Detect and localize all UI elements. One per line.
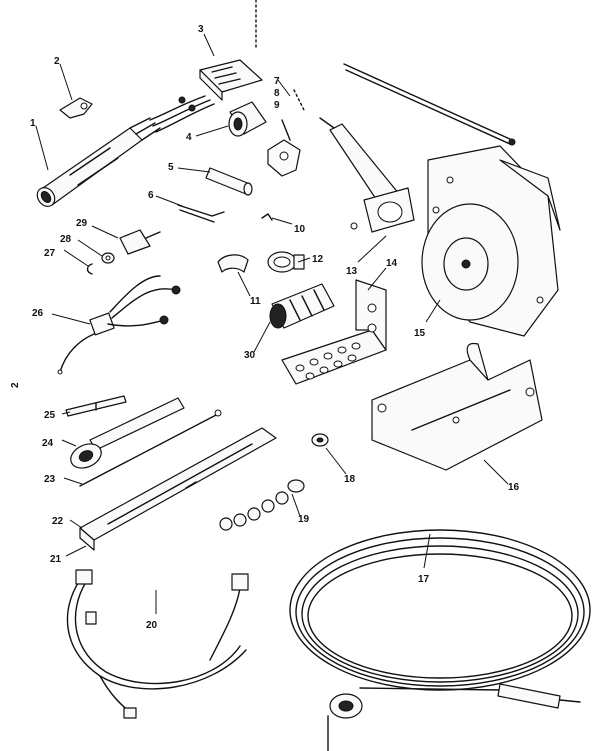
callout-20: 20 bbox=[146, 620, 158, 631]
part-19-beads bbox=[219, 479, 305, 531]
part-11-clip bbox=[217, 254, 249, 273]
part-15-motor bbox=[421, 145, 561, 337]
part-29-knob bbox=[119, 229, 161, 255]
callout-30: 30 bbox=[244, 350, 256, 361]
callout-18: 18 bbox=[344, 474, 356, 485]
guide-lines bbox=[255, 0, 329, 751]
part-2-key bbox=[59, 97, 93, 119]
part-28-washer bbox=[101, 252, 115, 264]
part-13-throttle-arm bbox=[319, 117, 415, 233]
callout-8: 8 bbox=[274, 88, 280, 99]
callout-19: 19 bbox=[298, 514, 310, 525]
callout-26: 26 bbox=[32, 308, 44, 319]
callout-9: 9 bbox=[274, 100, 280, 111]
callout-16: 16 bbox=[508, 482, 520, 493]
margin-mark: 2 bbox=[10, 382, 21, 388]
callout-25: 25 bbox=[44, 410, 56, 421]
part-9-lever bbox=[267, 119, 301, 177]
leader-lines bbox=[35, 33, 509, 614]
callout-3: 3 bbox=[198, 24, 204, 35]
callout-2: 2 bbox=[54, 56, 60, 67]
part-16-saddle-mount bbox=[371, 342, 543, 471]
callout-12: 12 bbox=[312, 254, 324, 265]
part-27-clip bbox=[86, 263, 93, 275]
callout-1: 1 bbox=[30, 118, 36, 129]
callout-28: 28 bbox=[60, 234, 72, 245]
callout-27: 27 bbox=[44, 248, 56, 259]
part-20-wire-harness bbox=[66, 569, 249, 719]
callout-10: 10 bbox=[294, 224, 306, 235]
part-26-harness bbox=[57, 275, 181, 375]
part-5-tube bbox=[205, 167, 253, 196]
wire-bundle bbox=[149, 95, 215, 133]
callout-7: 7 bbox=[274, 76, 280, 87]
part-24-tube-wrench bbox=[70, 397, 185, 469]
callout-13: 13 bbox=[346, 266, 358, 277]
part-1-control-handle bbox=[36, 117, 161, 207]
part-23-rod bbox=[79, 409, 222, 487]
callout-15: 15 bbox=[414, 328, 426, 339]
part-3-connector-block bbox=[199, 59, 263, 101]
callout-23: 23 bbox=[44, 474, 56, 485]
part-4-sleeve bbox=[228, 101, 267, 137]
part-14-bracket bbox=[281, 279, 387, 385]
part-18-screw bbox=[311, 433, 329, 447]
callout-5: 5 bbox=[168, 162, 174, 173]
callout-labels: 1 2 3 4 5 6 7 8 9 10 11 12 13 14 15 16 1… bbox=[10, 24, 520, 631]
callout-22: 22 bbox=[52, 516, 64, 527]
part-6-pin bbox=[177, 204, 225, 223]
part-10-spring bbox=[261, 213, 273, 221]
part-25-pin bbox=[65, 395, 127, 417]
callout-4: 4 bbox=[186, 132, 192, 143]
callout-11: 11 bbox=[250, 296, 261, 307]
callout-29: 29 bbox=[76, 218, 88, 229]
part-17-cable-coil bbox=[289, 529, 591, 719]
part-30-coupler bbox=[269, 283, 335, 329]
bracket-holes bbox=[295, 342, 361, 380]
callout-24: 24 bbox=[42, 438, 54, 449]
callout-6: 6 bbox=[148, 190, 154, 201]
control-rod bbox=[343, 63, 516, 146]
callout-17: 17 bbox=[418, 574, 430, 585]
part-12-clamp bbox=[267, 251, 305, 273]
callout-21: 21 bbox=[50, 554, 62, 565]
callout-14: 14 bbox=[386, 258, 398, 269]
part-22-channel bbox=[79, 427, 277, 551]
